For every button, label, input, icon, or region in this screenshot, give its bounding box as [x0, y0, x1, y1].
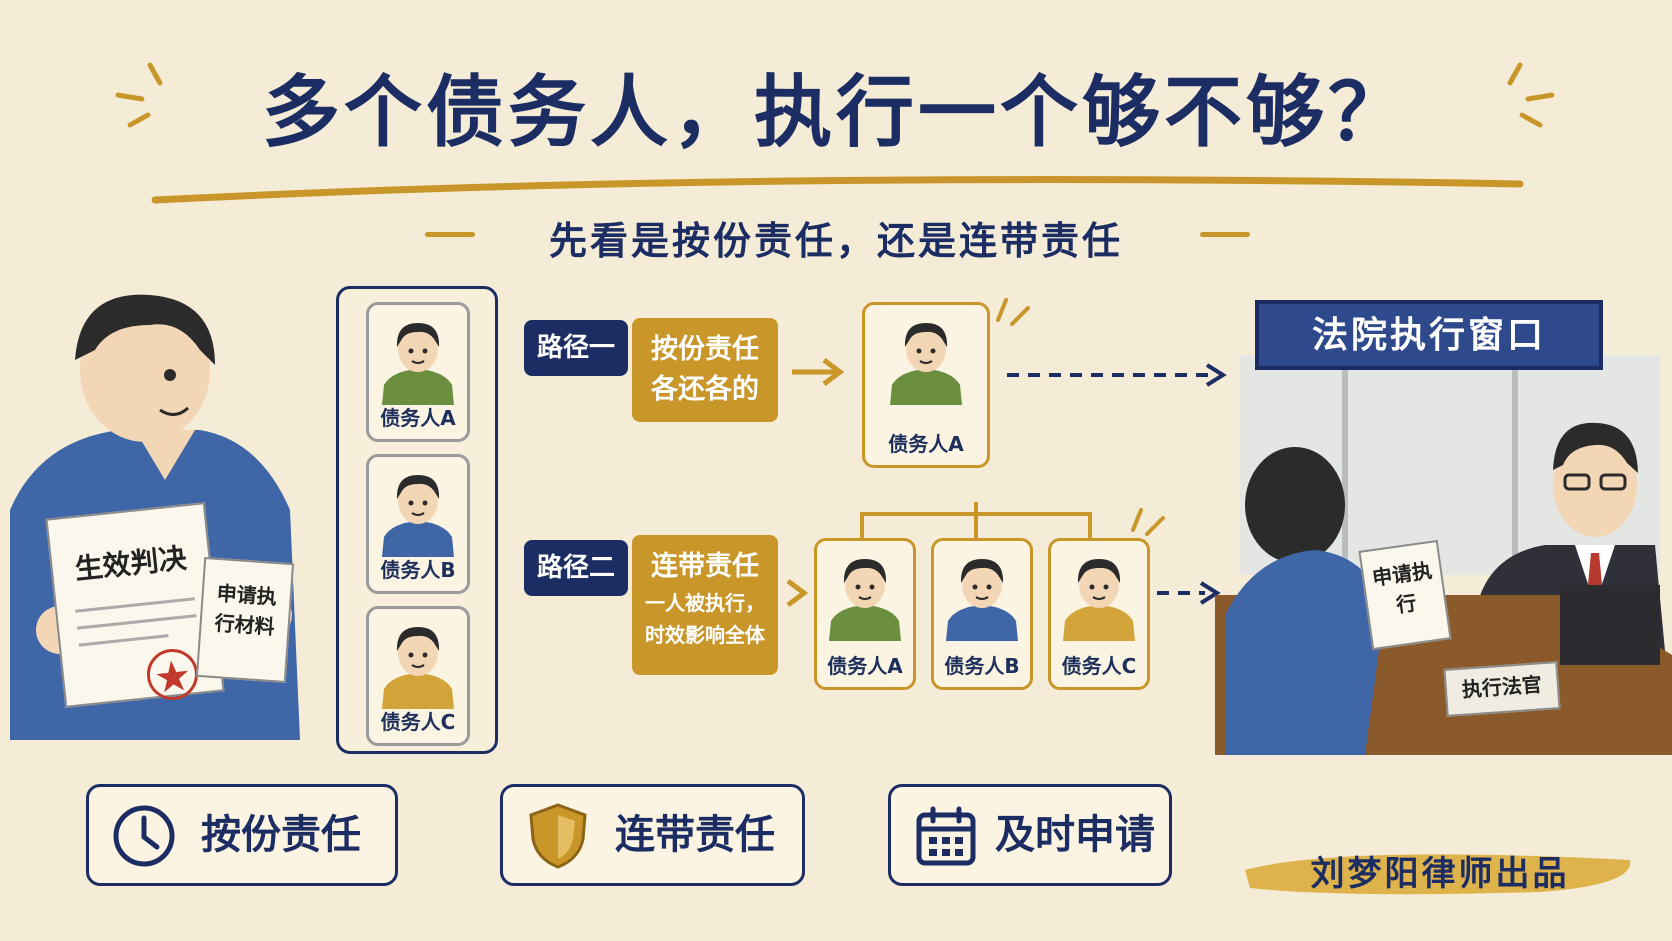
path1-arrow-icon: [792, 358, 845, 386]
path2-tag: 路径二: [524, 540, 628, 596]
judgment-document-title: 生效判决: [73, 541, 189, 586]
path2-sparkle-icon: [1131, 508, 1165, 536]
debtor-card-label: 债务人C: [380, 710, 456, 734]
path2-line2: 一人被执行，: [645, 591, 765, 615]
path2-line1: 连带责任: [651, 551, 759, 582]
debtor-avatar-icon: [1063, 559, 1135, 641]
path2-debtor-card: 债务人C: [1048, 538, 1150, 690]
path2-debtor-card: 债务人A: [814, 538, 916, 690]
debtor-avatar-icon: [382, 475, 454, 557]
debtor-card-label: 债务人A: [380, 406, 456, 430]
judge-nameplate: 执行法官: [1443, 661, 1561, 717]
path2-bracket-connector: [860, 502, 1092, 538]
shield-icon: [529, 803, 587, 869]
path1-line2: 各还各的: [651, 374, 759, 405]
debtor-avatar-icon: [829, 559, 901, 641]
bottom-item3-label: 及时申请: [995, 811, 1155, 858]
debtor-card-label: 债务人A: [888, 432, 964, 456]
subtitle-dash-right: [1200, 232, 1250, 237]
clock-icon: [113, 805, 175, 867]
red-seal-icon: [75, 597, 198, 700]
path1-sparkle-icon: [996, 298, 1030, 326]
debtor-list-card: 债务人B: [366, 454, 470, 594]
path2-debtor-card: 债务人B: [931, 538, 1033, 690]
path1-tag: 路径一: [524, 320, 628, 376]
title-underline: [151, 176, 1524, 204]
credit-text: 刘梦阳律师出品: [1310, 854, 1570, 894]
page-subtitle: 先看是按份责任，还是连带责任: [548, 218, 1123, 263]
path2-line3: 时效影响全体: [645, 623, 765, 647]
court-window-sign: 法院执行窗口: [1255, 300, 1603, 370]
debtor-avatar-icon: [382, 627, 454, 709]
path2-arrow-icon: [786, 579, 809, 607]
debtor-card-label: 债务人B: [944, 654, 1020, 678]
sparkle-left-icon: [115, 62, 163, 128]
path1-box: 按份责任 各还各的: [632, 318, 778, 422]
bottom-item-proportional: 按份责任: [86, 784, 398, 886]
debtor-card-label: 债务人C: [1061, 654, 1137, 678]
bottom-item-timely: 及时申请: [888, 784, 1172, 886]
page-title: 多个债务人，执行一个够不够？: [261, 67, 1410, 158]
credit-brush-background: [1245, 854, 1631, 895]
debtor-list-card: 债务人A: [366, 302, 470, 442]
path1-debtor-card: 债务人A: [862, 302, 990, 468]
application-paper: 申请执行: [1358, 539, 1452, 651]
bottom-item-joint: 连带责任: [500, 784, 805, 886]
path1-line1: 按份责任: [651, 334, 759, 365]
bottom-item2-label: 连带责任: [615, 811, 775, 858]
path1-dashed-arrow-icon: [1007, 363, 1227, 387]
judgment-document: 生效判决: [45, 502, 225, 708]
debtor-avatar-icon: [890, 323, 962, 405]
debtor-avatar-icon: [946, 559, 1018, 641]
debtor-avatar-icon: [382, 323, 454, 405]
calendar-icon: [916, 806, 976, 866]
bottom-item1-label: 按份责任: [201, 811, 361, 858]
path2-box: 连带责任 一人被执行， 时效影响全体: [632, 535, 778, 675]
debtor-list-card: 债务人C: [366, 606, 470, 746]
sparkle-right-icon: [1507, 62, 1555, 128]
subtitle-dash-left: [425, 232, 475, 237]
debtor-card-label: 债务人A: [827, 654, 903, 678]
debtor-card-label: 债务人B: [380, 558, 456, 582]
path2-dashed-arrow-icon: [1157, 581, 1221, 605]
application-document: 申请执行材料: [195, 557, 295, 683]
